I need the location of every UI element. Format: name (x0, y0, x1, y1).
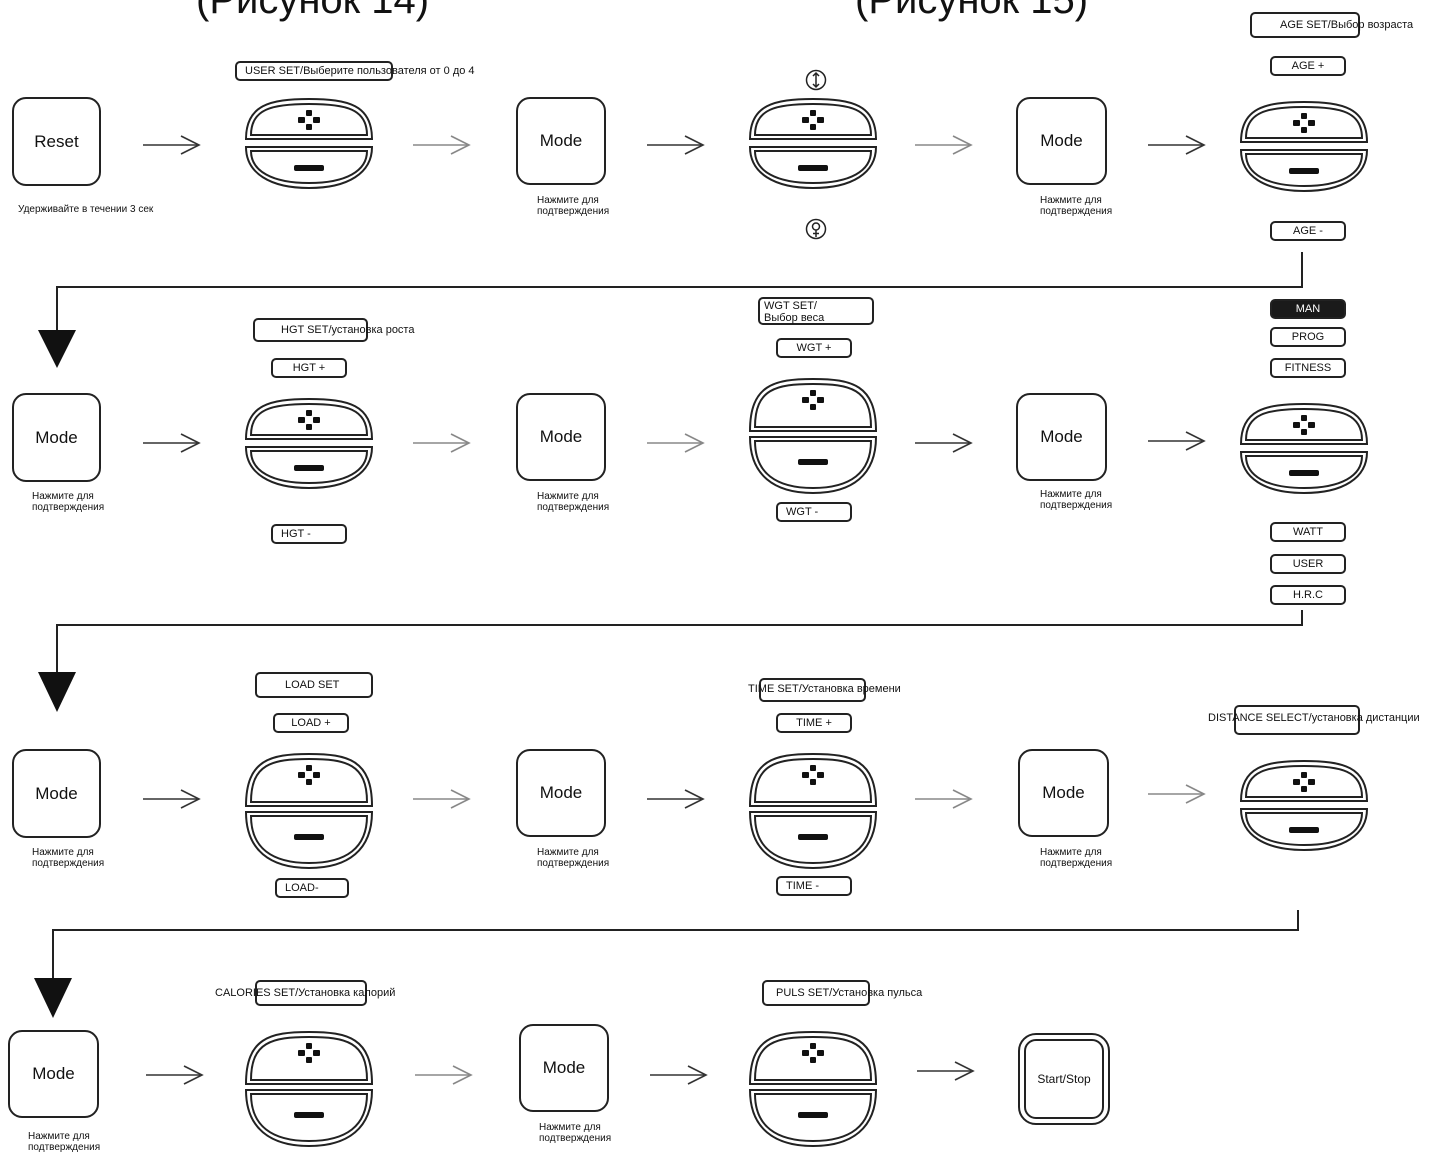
hgt-minus-label: HGT - (271, 524, 347, 544)
wgt-plus-label: WGT + (776, 338, 852, 358)
mode-button[interactable]: Mode (12, 749, 101, 838)
age-minus-label: AGE - (1270, 221, 1346, 241)
wgt-minus-label: WGT - (776, 502, 852, 522)
arrow-right-icon (143, 788, 201, 810)
hgt-plus-label: HGT + (271, 358, 347, 378)
plus-minus-pad[interactable] (746, 95, 880, 191)
program-fitness-label: FITNESS (1270, 358, 1346, 378)
arrow-right-icon (915, 432, 973, 454)
arrow-right-icon (647, 788, 705, 810)
plus-minus-pad[interactable] (242, 1028, 376, 1148)
mode-button[interactable]: Mode (8, 1030, 99, 1118)
distance-select-label: DISTANCE SELECT/установка дистанции (1208, 712, 1420, 724)
plus-minus-pad[interactable] (242, 95, 376, 191)
program-prog-label: PROG (1270, 327, 1346, 347)
arrow-right-icon (413, 432, 471, 454)
figure-title-right: (Рисунок 15) (855, 0, 1089, 22)
arrow-right-icon (915, 788, 973, 810)
caption-hold: Удерживайте в течении 3 сек (18, 204, 154, 215)
arrow-right-icon (915, 134, 973, 156)
user-set-label: USER SET/Выберите пользователя от 0 до 4 (235, 61, 475, 81)
arrow-right-icon (1148, 134, 1206, 156)
reset-button[interactable]: Reset (12, 97, 101, 186)
load-minus-label: LOAD- (275, 878, 349, 898)
arrow-right-icon (650, 1064, 708, 1086)
mode-button[interactable]: Mode (1016, 97, 1107, 185)
arrow-right-icon (647, 432, 705, 454)
distance-select-frame (1234, 705, 1360, 735)
load-plus-label: LOAD + (273, 713, 349, 733)
male-symbol-icon (805, 69, 827, 91)
time-set-label: TIME SET/Установка времени (748, 683, 901, 695)
mode-button[interactable]: Mode (1018, 749, 1109, 837)
arrow-right-icon (1148, 430, 1206, 452)
age-set-label: AGE SET/Выбор возраста (1250, 12, 1413, 38)
plus-minus-pad[interactable] (242, 395, 376, 491)
figure-title-left: (Рисунок 14) (196, 0, 430, 22)
program-man-label: MAN (1270, 299, 1346, 319)
puls-set-label: PULS SET/Установка пульса (776, 987, 923, 999)
time-set-frame (759, 678, 866, 702)
mode-button[interactable]: Mode (1016, 393, 1107, 481)
plus-minus-pad[interactable] (746, 375, 880, 495)
arrow-right-icon (143, 134, 201, 156)
plus-minus-pad[interactable] (1237, 757, 1371, 853)
arrow-right-icon (647, 134, 705, 156)
program-user-label: USER (1270, 554, 1346, 574)
plus-minus-pad[interactable] (1237, 400, 1371, 496)
arrow-right-icon (1148, 783, 1206, 805)
calories-set-frame (255, 980, 367, 1006)
mode-button[interactable]: Mode (516, 749, 606, 837)
mode-button[interactable]: Mode (516, 97, 606, 185)
calories-set-label: CALORIES SET/Установка калорий (215, 987, 396, 999)
time-minus-label: TIME - (776, 876, 852, 896)
mode-button[interactable]: Mode (519, 1024, 609, 1112)
program-hrc-label: H.R.C (1270, 585, 1346, 605)
arrow-right-icon (143, 432, 201, 454)
plus-minus-pad[interactable] (746, 750, 880, 870)
hgt-set-label: HGT SET/установка роста (253, 318, 414, 342)
arrow-right-icon (413, 134, 471, 156)
arrow-right-icon (413, 788, 471, 810)
mode-button[interactable]: Mode (12, 393, 101, 482)
arrow-right-icon (146, 1064, 204, 1086)
plus-minus-pad[interactable] (242, 750, 376, 870)
time-plus-label: TIME + (776, 713, 852, 733)
puls-set-frame (762, 980, 870, 1006)
plus-minus-pad[interactable] (1237, 98, 1371, 194)
plus-minus-pad[interactable] (746, 1028, 880, 1148)
arrow-right-icon (415, 1064, 473, 1086)
arrow-right-icon (917, 1060, 975, 1082)
mode-button[interactable]: Mode (516, 393, 606, 481)
load-set-label: LOAD SET (255, 672, 373, 698)
program-watt-label: WATT (1270, 522, 1346, 542)
female-symbol-icon (805, 218, 827, 240)
start-stop-button[interactable]: Start/Stop (1018, 1033, 1110, 1125)
wgt-set-label: WGT SET/Выбор веса (758, 297, 874, 325)
age-plus-label: AGE + (1270, 56, 1346, 76)
